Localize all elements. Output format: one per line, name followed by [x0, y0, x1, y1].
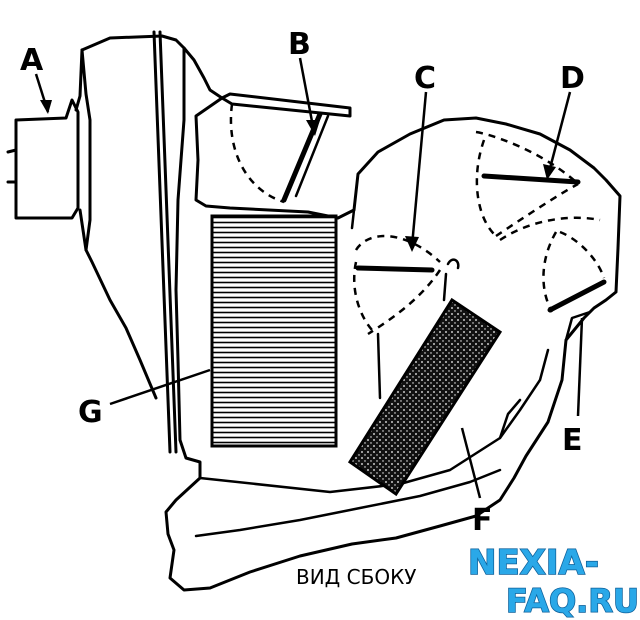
label-b: B — [288, 27, 311, 62]
label-g: G — [78, 395, 103, 430]
mode-doors — [475, 130, 607, 313]
label-d: D — [560, 61, 585, 96]
watermark-line-1: NEXIA- — [468, 543, 599, 583]
leader-lines — [34, 57, 584, 499]
watermark-line-2: FAQ.RU — [506, 582, 639, 620]
label-e: E — [562, 423, 583, 458]
label-f: F — [472, 503, 493, 538]
recirculation-door — [220, 92, 352, 204]
heater-core — [347, 297, 503, 497]
diagram-caption: ВИД СБОКУ — [296, 565, 416, 589]
air-filter — [210, 214, 338, 448]
label-c: C — [414, 61, 436, 96]
heater-housing — [164, 46, 622, 592]
blower-motor — [6, 30, 224, 454]
site-watermark-logo: NEXIA- FAQ.RU — [467, 542, 639, 620]
temperature-blend-door — [352, 234, 460, 400]
label-a: A — [20, 43, 44, 78]
